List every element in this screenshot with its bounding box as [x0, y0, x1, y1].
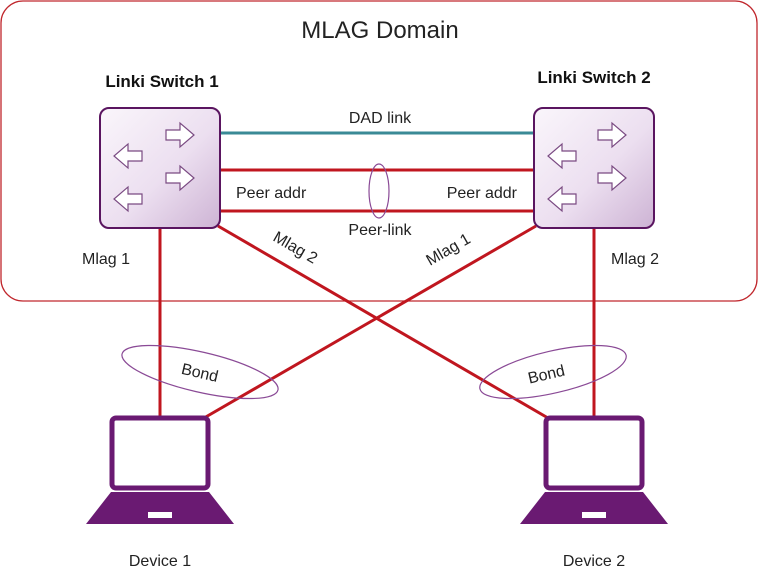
bond-ellipse-right: [479, 344, 627, 400]
device-1: Device 1: [86, 415, 234, 570]
mlag-label-right-vertical: Mlag 2: [611, 251, 659, 268]
device-1-name: Device 1: [129, 553, 191, 570]
mlag-label-left-vertical: Mlag 1: [82, 251, 130, 268]
bond-label-right: Bond: [526, 363, 566, 388]
dad-link-label: DAD link: [349, 110, 412, 127]
mlag-domain-box: [0, 0, 758, 302]
bond-ellipse-left: [121, 344, 279, 400]
bond-label-left: Bond: [180, 361, 220, 386]
device-2: Device 2: [520, 415, 668, 570]
peer-addr-label-right: Peer addr: [447, 185, 518, 202]
mlag-link-sw2-dev1: [203, 224, 537, 420]
switch-2-name: Linki Switch 2: [537, 68, 650, 87]
laptop-icon: [520, 415, 668, 524]
switch-1-name: Linki Switch 1: [105, 72, 218, 91]
peer-link-label: Peer-link: [348, 222, 412, 239]
domain-title: MLAG Domain: [301, 17, 458, 44]
peer-link-bundle-ellipse: [368, 163, 390, 219]
device-2-name: Device 2: [563, 553, 625, 570]
switch-icon: [533, 107, 655, 229]
switch-icon: [99, 107, 221, 229]
laptop-icon: [86, 415, 234, 524]
switch-1: [99, 107, 221, 229]
switch-2: [533, 107, 655, 229]
peer-addr-label-left: Peer addr: [236, 185, 307, 202]
mlag-link-sw1-dev2: [217, 224, 549, 420]
mlag-label-right-diagonal: Mlag 1: [424, 231, 474, 270]
